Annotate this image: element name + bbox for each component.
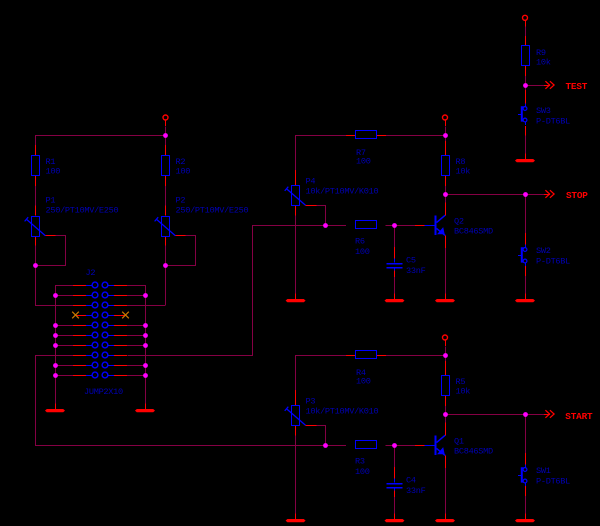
svg-text:Q2: Q2 xyxy=(454,217,464,227)
svg-text:P4: P4 xyxy=(306,177,316,187)
svg-text:33nF: 33nF xyxy=(406,266,426,276)
svg-text:C5: C5 xyxy=(406,256,416,266)
svg-text:P3: P3 xyxy=(306,397,316,407)
svg-text:R3: R3 xyxy=(355,457,365,467)
svg-text:C4: C4 xyxy=(406,476,416,486)
svg-text:R8: R8 xyxy=(456,157,466,167)
svg-text:BC846SMD: BC846SMD xyxy=(454,447,493,457)
svg-text:P1: P1 xyxy=(46,196,56,206)
svg-text:SW3: SW3 xyxy=(536,106,551,116)
svg-text:STOP: STOP xyxy=(566,190,588,201)
svg-text:P-DT6BL: P-DT6BL xyxy=(536,257,570,267)
svg-text:33nF: 33nF xyxy=(406,486,426,496)
svg-text:R1: R1 xyxy=(46,157,56,167)
svg-text:P2: P2 xyxy=(176,196,186,206)
svg-text:R7: R7 xyxy=(356,148,366,158)
svg-text:JUMP2X10: JUMP2X10 xyxy=(84,387,123,397)
svg-text:10k: 10k xyxy=(456,387,471,397)
svg-text:R2: R2 xyxy=(176,157,186,167)
svg-text:100: 100 xyxy=(46,167,61,177)
svg-text:SW1: SW1 xyxy=(536,466,551,476)
svg-text:250/PT10MV/E250: 250/PT10MV/E250 xyxy=(46,206,119,216)
svg-text:10k/PT10MV/K010: 10k/PT10MV/K010 xyxy=(306,187,379,197)
svg-text:250/PT10MV/E250: 250/PT10MV/E250 xyxy=(176,206,249,216)
svg-text:R9: R9 xyxy=(536,48,546,58)
svg-text:TEST: TEST xyxy=(566,81,588,92)
svg-text:Q1: Q1 xyxy=(454,437,464,447)
svg-text:R4: R4 xyxy=(356,368,366,378)
svg-text:10k: 10k xyxy=(536,58,551,68)
svg-text:100: 100 xyxy=(356,157,371,167)
svg-text:10k: 10k xyxy=(456,167,471,177)
svg-text:10k/PT10MV/K010: 10k/PT10MV/K010 xyxy=(306,407,379,417)
svg-text:J2: J2 xyxy=(86,268,96,278)
svg-text:BC846SMD: BC846SMD xyxy=(454,227,493,237)
svg-text:100: 100 xyxy=(176,167,191,177)
svg-text:R6: R6 xyxy=(355,237,365,247)
svg-text:P-DT6BL: P-DT6BL xyxy=(536,477,570,487)
svg-text:100: 100 xyxy=(355,247,370,257)
svg-text:100: 100 xyxy=(355,467,370,477)
svg-text:R5: R5 xyxy=(456,377,466,387)
svg-text:100: 100 xyxy=(356,377,371,387)
svg-text:P-DT6BL: P-DT6BL xyxy=(536,117,570,127)
svg-text:SW2: SW2 xyxy=(536,246,551,256)
svg-text:START: START xyxy=(565,411,593,422)
